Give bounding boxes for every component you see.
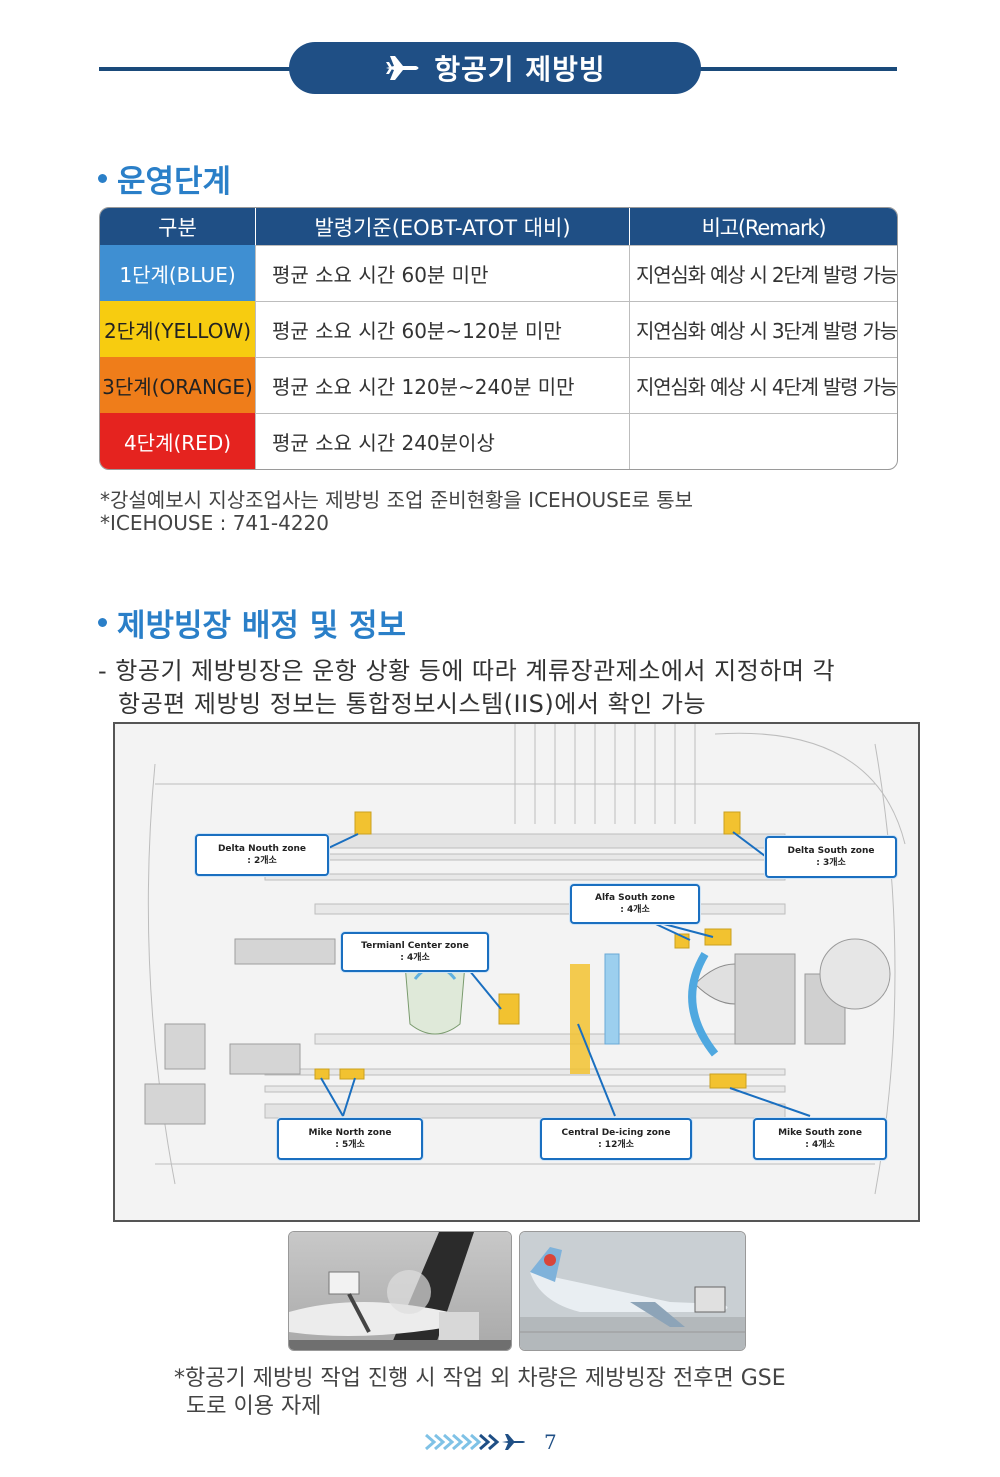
remark-cell: 지연심화 예상 시 4단계 발령 가능 xyxy=(629,357,897,413)
deicing-photo-right xyxy=(519,1231,746,1351)
header-title-pill: 항공기 제방빙 xyxy=(289,42,701,94)
note-icehouse-phone: *ICEHOUSE : 741-4220 xyxy=(100,511,329,535)
bullet-icon xyxy=(98,618,107,627)
remark-cell xyxy=(629,413,897,469)
criterion-cell: 평균 소요 시간 120분~240분 미만 xyxy=(255,357,629,413)
section-heading-text: 제방빙장 배정 및 정보 xyxy=(117,608,407,644)
chevrons-airplane-icon xyxy=(425,1433,525,1451)
header-rule-right xyxy=(690,67,897,71)
stage-cell-blue: 1단계(BLUE) xyxy=(100,245,255,301)
note-snow-forecast: *강설예보시 지상조업사는 제방빙 조업 준비현황을 ICEHOUSE로 통보 xyxy=(100,488,693,512)
zone-label-mike-north: Mike North zone : 5개소 xyxy=(277,1118,423,1160)
aircraft-deicing-photo-illustration xyxy=(520,1232,745,1350)
section-heading-text: 운영단계 xyxy=(117,164,232,200)
table-header-stage: 구분 xyxy=(100,208,255,245)
section-heading-operation-stages: 운영단계 xyxy=(98,156,231,201)
stage-cell-yellow: 2단계(YELLOW) xyxy=(100,301,255,357)
criterion-cell: 평균 소요 시간 240분이상 xyxy=(255,413,629,469)
remark-cell: 지연심화 예상 시 2단계 발령 가능 xyxy=(629,245,897,301)
header-rule-left xyxy=(99,67,299,71)
page-number: 7 xyxy=(544,1430,557,1454)
remark-cell: 지연심화 예상 시 3단계 발령 가능 xyxy=(629,301,897,357)
description-line-1: - 항공기 제방빙장은 운항 상황 등에 따라 계류장관제소에서 지정하며 각 xyxy=(98,657,836,685)
criterion-cell: 평균 소요 시간 60분 미만 xyxy=(255,245,629,301)
stage-cell-orange: 3단계(ORANGE) xyxy=(100,357,255,413)
zone-label-alfa-south: Alfa South zone : 4개소 xyxy=(570,884,700,924)
zone-label-delta-south: Delta South zone : 3개소 xyxy=(765,836,897,878)
page-footer: 7 xyxy=(424,1430,557,1454)
table-row: 2단계(YELLOW) 평균 소요 시간 60분~120분 미만 지연심화 예상… xyxy=(100,301,897,357)
zone-label-delta-north: Delta Nouth zone : 2개소 xyxy=(195,834,329,876)
zone-label-terminal-center: Termianl Center zone : 4개소 xyxy=(341,932,489,972)
asterisk-icon: * xyxy=(100,488,110,512)
zone-label-mike-south: Mike South zone : 4개소 xyxy=(753,1118,887,1160)
table-header-criterion: 발령기준(EOBT-ATOT 대비) xyxy=(255,208,629,245)
airport-deicing-map: Delta Nouth zone : 2개소 Delta South zone … xyxy=(113,722,920,1222)
airplane-icon xyxy=(386,56,419,80)
photo-note-line-1: *항공기 제방빙 작업 진행 시 작업 외 차량은 제방빙장 전후면 GSE xyxy=(174,1366,786,1391)
zone-label-central-deicing: Central De-icing zone : 12개소 xyxy=(540,1118,692,1160)
asterisk-icon: * xyxy=(100,511,110,535)
header-title: 항공기 제방빙 xyxy=(434,53,606,86)
asterisk-icon: * xyxy=(174,1366,185,1391)
photo-note-line-2: 도로 이용 자제 xyxy=(186,1394,322,1419)
table-row: 4단계(RED) 평균 소요 시간 240분이상 xyxy=(100,413,897,469)
table-row: 1단계(BLUE) 평균 소요 시간 60분 미만 지연심화 예상 시 2단계 … xyxy=(100,245,897,301)
operation-stage-table: 구분 발령기준(EOBT-ATOT 대비) 비고(Remark) 1단계(BLU… xyxy=(99,207,898,470)
stage-cell-red: 4단계(RED) xyxy=(100,413,255,469)
bullet-icon xyxy=(98,174,107,183)
criterion-cell: 평균 소요 시간 60분~120분 미만 xyxy=(255,301,629,357)
table-header-row: 구분 발령기준(EOBT-ATOT 대비) 비고(Remark) xyxy=(100,208,897,245)
table-row: 3단계(ORANGE) 평균 소요 시간 120분~240분 미만 지연심화 예… xyxy=(100,357,897,413)
description-line-2: 항공편 제방빙 정보는 통합정보시스템(IIS)에서 확인 가능 xyxy=(118,690,707,718)
table-header-remark: 비고(Remark) xyxy=(629,208,897,245)
deicing-photo-left xyxy=(288,1231,512,1351)
deicing-truck-photo-illustration xyxy=(289,1232,511,1350)
section-heading-deicing-pad: 제방빙장 배정 및 정보 xyxy=(98,600,406,645)
